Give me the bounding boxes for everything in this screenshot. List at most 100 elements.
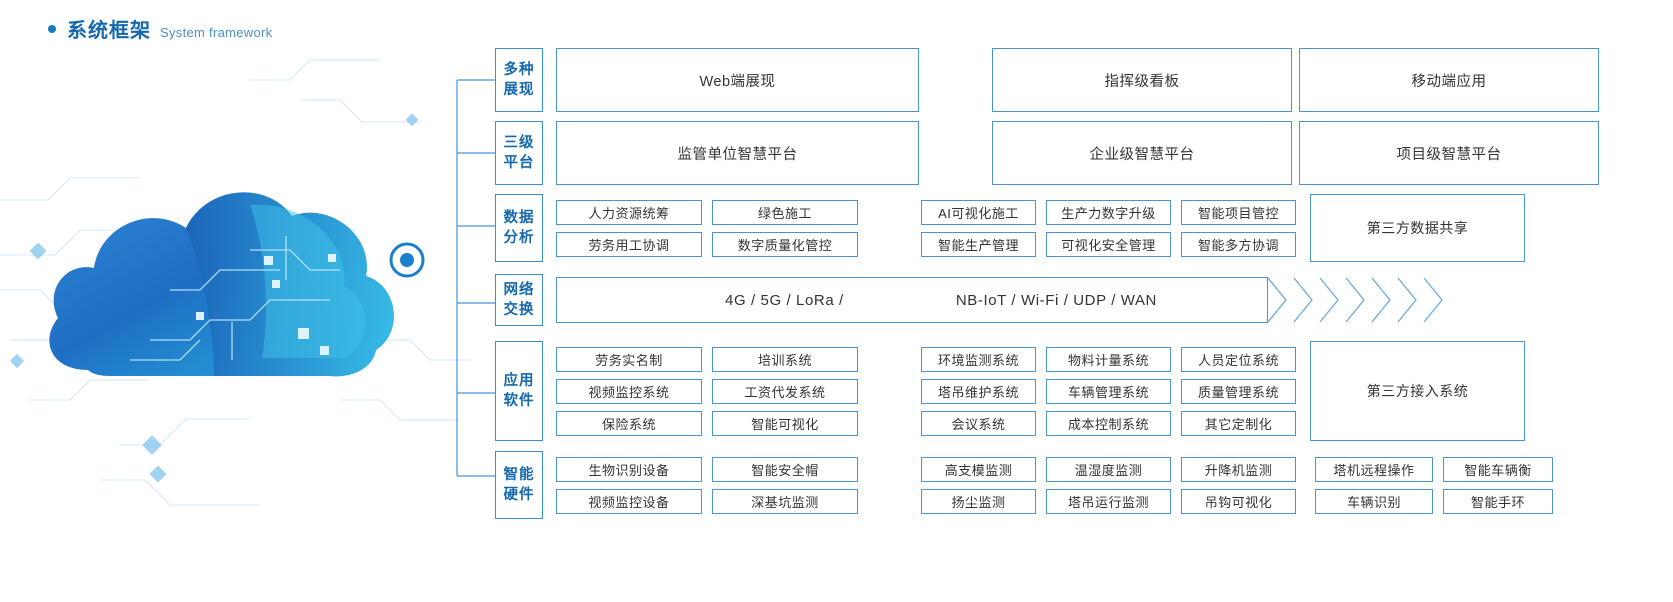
cell-insurance-system[interactable]: 保险系统 (556, 410, 702, 436)
cell-green-construction[interactable]: 绿色施工 (712, 199, 858, 225)
network-band: 4G / 5G / LoRa / NB-IoT / Wi-Fi / UDP / … (556, 274, 1670, 326)
page-title-en: System framework (160, 25, 273, 40)
box-third-party-access-system[interactable]: 第三方接入系统 (1310, 341, 1525, 441)
data-analysis-right-grid: AI可视化施工 生产力数字升级 智能项目管控 智能生产管理 可视化安全管理 智能… (921, 194, 1296, 262)
cell-high-formwork-monitoring[interactable]: 高支模监测 (921, 456, 1036, 482)
cell-row: 人力资源统筹 绿色施工 (556, 199, 858, 225)
box-third-party-data-sharing[interactable]: 第三方数据共享 (1310, 194, 1525, 262)
cell-tower-crane-operation-monitoring[interactable]: 塔吊运行监测 (1046, 488, 1171, 514)
network-chevrons (1266, 277, 1448, 323)
box-project-platform[interactable]: 项目级智慧平台 (1299, 121, 1599, 185)
row-network-groups: 4G / 5G / LoRa / NB-IoT / Wi-Fi / UDP / … (556, 274, 1670, 326)
row-data-analysis: 数据 分析 人力资源统筹 绿色施工 劳务用工协调 数字质量化管控 AI可 (495, 194, 1670, 262)
bullet-dot (48, 24, 56, 33)
row-label-line: 应用 (503, 373, 535, 389)
row-label-line: 三级 (503, 135, 535, 151)
cell-digital-quality-control[interactable]: 数字质量化管控 (712, 231, 858, 257)
cell-cost-control-system[interactable]: 成本控制系统 (1046, 410, 1171, 436)
cell-row: AI可视化施工 生产力数字升级 智能项目管控 (921, 199, 1296, 225)
row-label-display: 多种 展现 (495, 48, 543, 112)
box-network-protocols[interactable]: 4G / 5G / LoRa / NB-IoT / Wi-Fi / UDP / … (556, 277, 1268, 323)
cell-quality-management-system[interactable]: 质量管理系统 (1181, 378, 1296, 404)
cell-smart-helmet[interactable]: 智能安全帽 (712, 456, 858, 482)
cell-smart-project-control[interactable]: 智能项目管控 (1181, 199, 1296, 225)
row-label-smart-hardware: 智能 硬件 (495, 451, 543, 519)
chevron-right-icon (1423, 277, 1443, 323)
row-label-network-exchange: 网络 交换 (495, 274, 543, 326)
cell-video-monitoring-system[interactable]: 视频监控系统 (556, 378, 702, 404)
cell-smart-bracelet[interactable]: 智能手环 (1443, 488, 1553, 514)
chevron-right-icon (1293, 277, 1313, 323)
cell-other-customization[interactable]: 其它定制化 (1181, 410, 1296, 436)
cell-biometric-device[interactable]: 生物识别设备 (556, 456, 702, 482)
box-command-board[interactable]: 指挥级看板 (992, 48, 1292, 112)
cell-elevator-monitoring[interactable]: 升降机监测 (1181, 456, 1296, 482)
cell-smart-multiparty-coordination[interactable]: 智能多方协调 (1181, 231, 1296, 257)
hardware-right-grid: 高支模监测 温湿度监测 升降机监测 塔机远程操作 智能车辆衡 扬尘监测 塔吊运行… (921, 451, 1553, 519)
cell-row: 视频监控系统 工资代发系统 (556, 378, 858, 404)
box-web-display[interactable]: Web端展现 (556, 48, 919, 112)
cell-vehicle-recognition[interactable]: 车辆识别 (1315, 488, 1433, 514)
cell-personnel-positioning-system[interactable]: 人员定位系统 (1181, 346, 1296, 372)
diagram-rows: 多种 展现 Web端展现 指挥级看板 移动端应用 三级 平台 监管单位智慧平台 … (495, 48, 1670, 526)
box-enterprise-platform[interactable]: 企业级智慧平台 (992, 121, 1292, 185)
cell-row: 生物识别设备 智能安全帽 (556, 456, 858, 482)
row-platform: 三级 平台 监管单位智慧平台 企业级智慧平台 项目级智慧平台 (495, 121, 1670, 185)
row-label-line: 软件 (503, 393, 535, 409)
cell-dust-monitoring[interactable]: 扬尘监测 (921, 488, 1036, 514)
cell-material-metering-system[interactable]: 物料计量系统 (1046, 346, 1171, 372)
row-label-line: 分析 (503, 230, 535, 246)
row-label-line: 硬件 (503, 487, 535, 503)
cell-smart-weighbridge[interactable]: 智能车辆衡 (1443, 456, 1553, 482)
row-label-platform: 三级 平台 (495, 121, 543, 185)
row-label-line: 展现 (503, 82, 535, 98)
cell-training-system[interactable]: 培训系统 (712, 346, 858, 372)
cell-productivity-digital-upgrade[interactable]: 生产力数字升级 (1046, 199, 1171, 225)
system-framework-diagram: 多种 展现 Web端展现 指挥级看板 移动端应用 三级 平台 监管单位智慧平台 … (455, 48, 1670, 526)
cell-labor-coordination[interactable]: 劳务用工协调 (556, 231, 702, 257)
network-text-2: NB-IoT / Wi-Fi / UDP / WAN (955, 291, 1157, 309)
cloud-node-circle (389, 242, 425, 278)
chevron-right-icon (1397, 277, 1417, 323)
row-label-line: 交换 (503, 302, 535, 318)
cell-environment-monitoring-system[interactable]: 环境监测系统 (921, 346, 1036, 372)
row-label-line: 平台 (503, 155, 535, 171)
chevron-right-icon (1267, 277, 1287, 323)
network-text-1: 4G / 5G / LoRa / (725, 291, 844, 309)
chevron-right-icon (1345, 277, 1365, 323)
cell-row: 视频监控设备 深基坑监测 (556, 488, 858, 514)
cell-temperature-humidity-monitoring[interactable]: 温湿度监测 (1046, 456, 1171, 482)
cell-vehicle-management-system[interactable]: 车辆管理系统 (1046, 378, 1171, 404)
row-label-application-software: 应用 软件 (495, 341, 543, 441)
cell-meeting-system[interactable]: 会议系统 (921, 410, 1036, 436)
cell-labor-real-name[interactable]: 劳务实名制 (556, 346, 702, 372)
row-hardware-groups: 生物识别设备 智能安全帽 视频监控设备 深基坑监测 高支模监测 温湿度监测 升降… (556, 451, 1673, 519)
row-data-analysis-groups: 人力资源统筹 绿色施工 劳务用工协调 数字质量化管控 AI可视化施工 生产力数字… (556, 194, 1670, 262)
cell-row: 扬尘监测 塔吊运行监测 吊钩可视化 车辆识别 智能手环 (921, 488, 1553, 514)
row-label-line: 多种 (503, 62, 535, 78)
cell-row: 环境监测系统 物料计量系统 人员定位系统 (921, 346, 1296, 372)
row-label-line: 数据 (503, 210, 535, 226)
row-network-exchange: 网络 交换 4G / 5G / LoRa / NB-IoT / Wi-Fi / … (495, 274, 1670, 326)
cell-row: 塔吊维护系统 车辆管理系统 质量管理系统 (921, 378, 1296, 404)
cell-smart-production-mgmt[interactable]: 智能生产管理 (921, 231, 1036, 257)
cell-video-monitoring-device[interactable]: 视频监控设备 (556, 488, 702, 514)
cell-hr-coordination[interactable]: 人力资源统筹 (556, 199, 702, 225)
row-application-software: 应用 软件 劳务实名制 培训系统 视频监控系统 工资代发系统 保险系统 智能可视… (495, 341, 1670, 441)
box-mobile-app[interactable]: 移动端应用 (1299, 48, 1599, 112)
cell-deep-foundation-pit-monitoring[interactable]: 深基坑监测 (712, 488, 858, 514)
cell-hook-visualization[interactable]: 吊钩可视化 (1181, 488, 1296, 514)
box-supervision-platform[interactable]: 监管单位智慧平台 (556, 121, 919, 185)
chevron-right-icon (1319, 277, 1339, 323)
row-platform-groups: 监管单位智慧平台 企业级智慧平台 项目级智慧平台 (556, 121, 1670, 185)
row-application-groups: 劳务实名制 培训系统 视频监控系统 工资代发系统 保险系统 智能可视化 环境监测… (556, 341, 1670, 441)
cell-tower-crane-remote-operation[interactable]: 塔机远程操作 (1315, 456, 1433, 482)
cell-payroll-system[interactable]: 工资代发系统 (712, 378, 858, 404)
cell-ai-visual-construction[interactable]: AI可视化施工 (921, 199, 1036, 225)
cell-visual-safety-mgmt[interactable]: 可视化安全管理 (1046, 231, 1171, 257)
cell-smart-visualization[interactable]: 智能可视化 (712, 410, 858, 436)
cell-tower-crane-maintenance-system[interactable]: 塔吊维护系统 (921, 378, 1036, 404)
page-title-cn: 系统框架 (67, 20, 151, 42)
chevron-right-icon (1371, 277, 1391, 323)
cell-row: 保险系统 智能可视化 (556, 410, 858, 436)
